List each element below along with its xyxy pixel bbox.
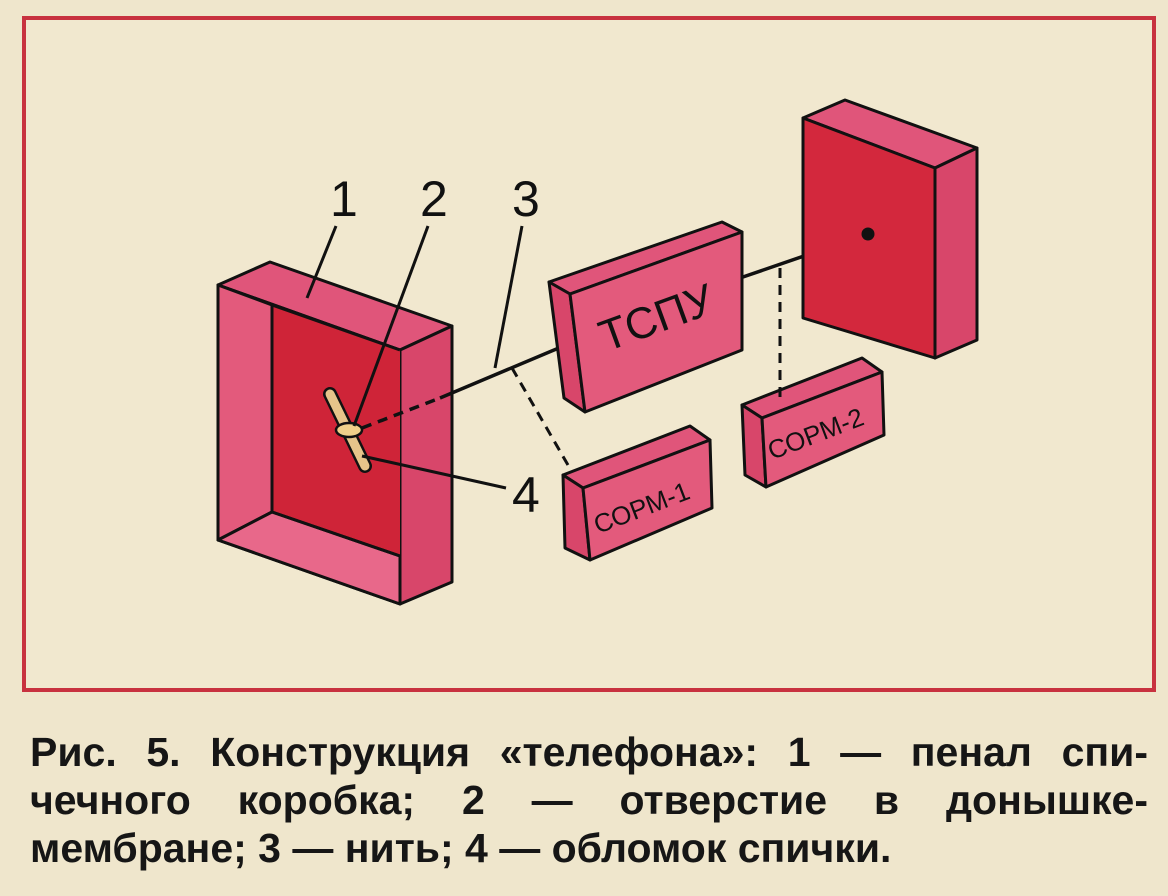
far-box-hole: [861, 227, 875, 241]
leader-lines: [305, 225, 524, 490]
tap-lines: [510, 268, 782, 473]
sleeve-inner-left-wall: [216, 283, 274, 542]
leader-2: [352, 225, 430, 427]
far-box-right-face: [933, 146, 979, 360]
sorm1-box: [561, 424, 714, 562]
leader-3: [493, 225, 524, 369]
far-box: [801, 98, 979, 360]
label-1: 1: [330, 171, 358, 227]
label-4: 4: [512, 467, 540, 523]
caption-line-3: мембране; 3 — нить; 4 — обломок спички.: [30, 825, 892, 871]
label-2: 2: [420, 171, 448, 227]
match-fragment: [323, 387, 372, 473]
leader-1: [305, 225, 338, 299]
tap-line-sorm1: [510, 367, 574, 473]
label-3: 3: [512, 171, 540, 227]
matchbox-sleeve: [216, 260, 454, 606]
sorm2-box: [740, 356, 886, 489]
tspu-box: [547, 220, 744, 414]
telephone-diagram: 1 2 3 4 ТСПУ СОРМ-1 СОРМ-2: [216, 98, 979, 606]
caption-line-2: чечного коробка; 2 — отверстие в донышке…: [30, 777, 1148, 823]
figure-caption: Рис. 5. Конструкция «телефона»: 1 — пена…: [30, 728, 1148, 872]
sorm1-front-face: [581, 438, 714, 562]
leader-4: [361, 454, 507, 490]
sorm2-front-face: [760, 370, 886, 489]
caption-line-1: Рис. 5. Конструкция «телефона»: 1 — пена…: [30, 729, 1148, 775]
tspu-front-face: [568, 230, 744, 414]
membrane-hole: [334, 421, 364, 439]
